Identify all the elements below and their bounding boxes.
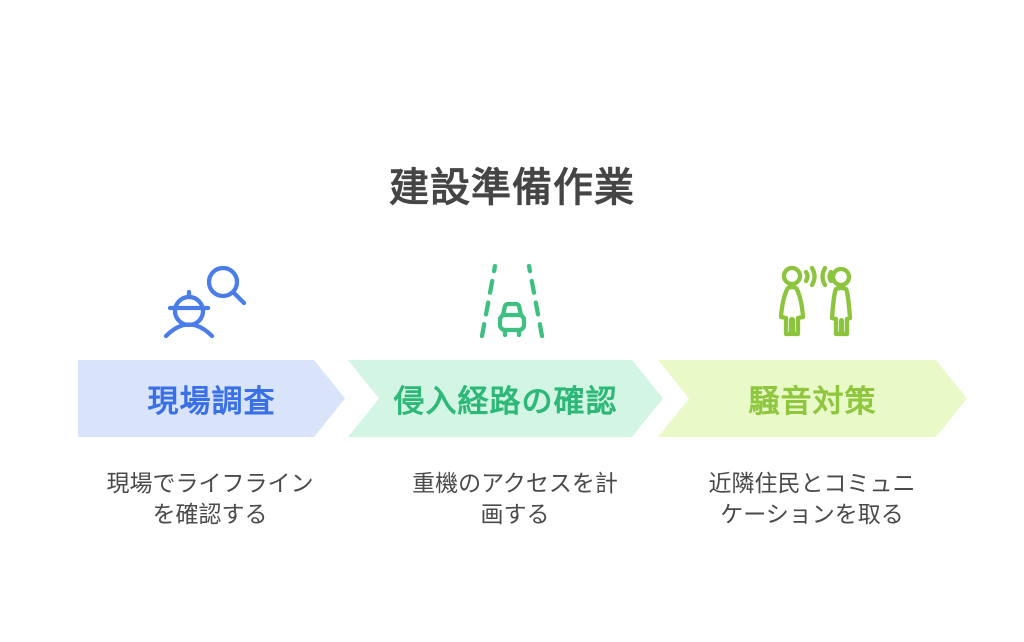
step-3-label: 騒音対策 bbox=[748, 384, 877, 419]
worker-search-icon bbox=[163, 265, 247, 339]
magnifier-lens bbox=[206, 265, 240, 299]
step-1-description: 現場でライフライン を確認する bbox=[106, 470, 314, 527]
sound-wave-left-large bbox=[809, 265, 817, 288]
step-2-arrow-shape bbox=[348, 360, 663, 437]
sound-wave-right-small bbox=[827, 269, 834, 284]
step-3-description: 近隣住民とコミュニ ケーションを取る bbox=[708, 470, 916, 527]
sound-wave-right-large bbox=[820, 265, 828, 288]
person-right-head bbox=[830, 266, 852, 288]
vehicle-body bbox=[497, 312, 527, 333]
step-1-arrow: 現場調査 bbox=[78, 360, 345, 437]
worker-head bbox=[172, 294, 206, 328]
worker-shoulders bbox=[163, 322, 215, 339]
step-2-arrow: 侵入経路の確認 bbox=[348, 360, 663, 437]
step-1-label: 現場調査 bbox=[147, 384, 276, 419]
step-2-description: 重機のアクセスを計 画する bbox=[412, 470, 618, 527]
step-3-arrow-shape bbox=[658, 360, 967, 437]
person-left-body bbox=[778, 284, 806, 337]
road-right-lane bbox=[526, 263, 545, 339]
road-left-lane bbox=[479, 263, 498, 339]
people-communication-icon bbox=[778, 265, 853, 337]
sound-wave-left-small bbox=[803, 269, 810, 284]
step-2-label: 侵入経路の確認 bbox=[393, 384, 618, 419]
page-title: 建設準備作業 bbox=[389, 166, 635, 210]
person-right-body bbox=[829, 285, 853, 337]
step-1-arrow-shape bbox=[78, 360, 345, 437]
magnifier-handle bbox=[230, 289, 247, 306]
step-3-arrow: 騒音対策 bbox=[658, 360, 967, 437]
person-left-head bbox=[781, 265, 803, 287]
road-vehicle-icon bbox=[479, 263, 545, 339]
vehicle-roof bbox=[500, 301, 524, 318]
